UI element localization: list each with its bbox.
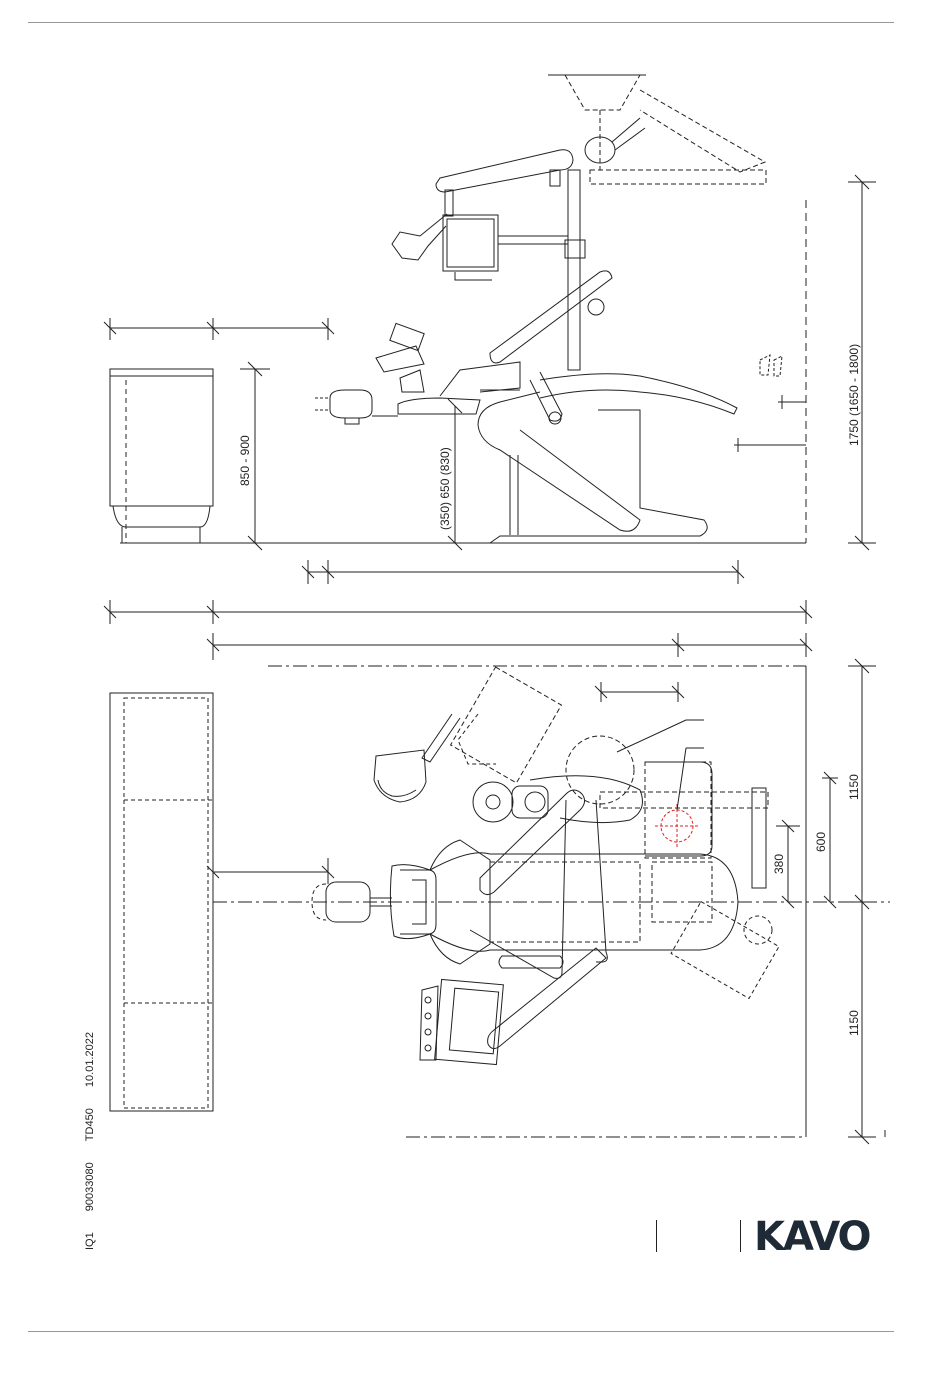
kavo-logo: KAVO — [754, 1214, 870, 1260]
doc-model: TD450 — [84, 1108, 96, 1141]
doc-date: 10.01.2022 — [84, 1032, 96, 1087]
stool-side — [315, 390, 398, 424]
logo-divider — [740, 1220, 741, 1252]
target-marker — [655, 804, 699, 848]
cabinet-plan — [110, 693, 213, 1111]
light-pole — [436, 150, 585, 370]
tray-plan — [374, 714, 460, 802]
dim-front-1150: 1150 — [847, 774, 861, 800]
dim-600: 600 — [814, 832, 828, 852]
doc-index: IQ1 — [84, 1232, 96, 1250]
doctor-element-side — [376, 323, 520, 414]
dim-cabinet-height: 850 - 900 — [238, 435, 252, 486]
dim-chair-heights: (350) 650 (830) — [438, 447, 452, 530]
dim-380: 380 — [772, 854, 786, 874]
dim-rear-1150: 1150 — [847, 1010, 861, 1036]
cabinet-side — [110, 369, 213, 543]
monitor-side — [392, 190, 568, 280]
side-view — [104, 75, 876, 660]
dim-height-total: 1750 (1650 - 1800) — [847, 344, 861, 446]
assistant-element-plan — [473, 736, 772, 944]
divider-line — [656, 1220, 657, 1252]
ceiling-light — [548, 75, 766, 184]
monitor-plan — [420, 800, 607, 1065]
chair-side — [478, 271, 737, 543]
light-arm-plan — [451, 667, 585, 978]
document-info: IQ1 90033080 TD450 10.01.2022 — [84, 1014, 96, 1250]
doc-number: 90033080 — [84, 1162, 96, 1211]
plan-view — [110, 659, 890, 1144]
